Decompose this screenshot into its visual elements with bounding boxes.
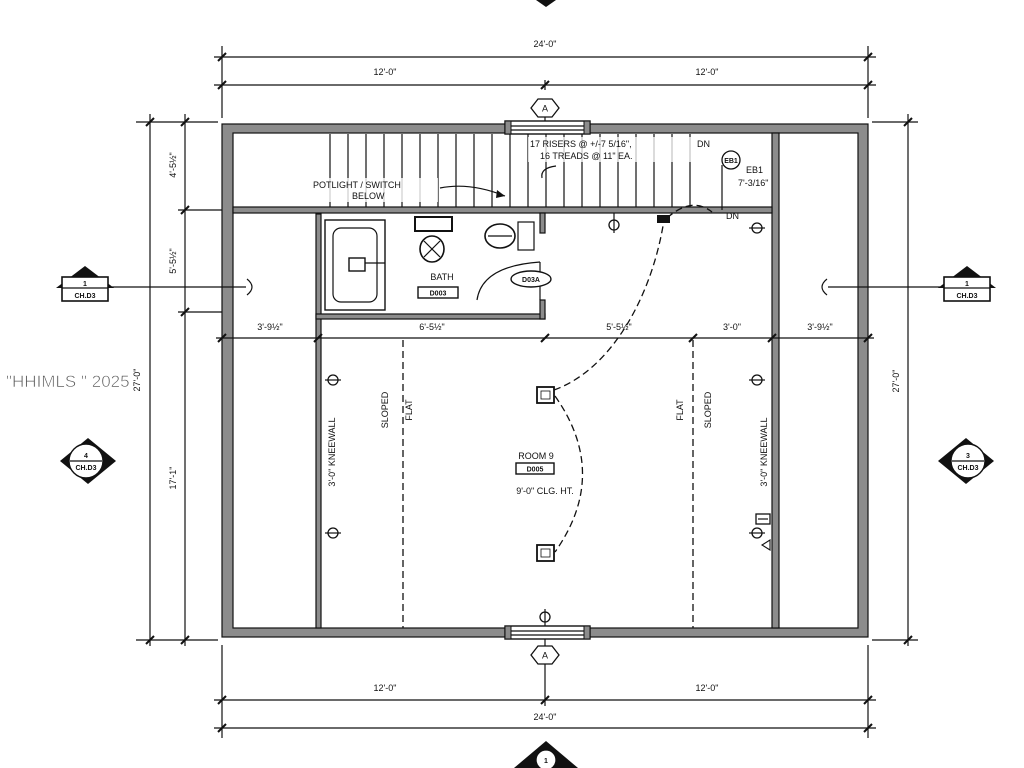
section-marker-left-lower-sheet: CH.D3 — [75, 465, 96, 472]
section-marker-right-upper-number: 1 — [965, 281, 969, 288]
top-section-marker-partial — [536, 0, 556, 7]
bottom-window — [504, 625, 591, 640]
bath-room-number: D003 — [430, 291, 447, 298]
light-switch — [657, 215, 670, 223]
bottom-overall-dimension: 24'-0" — [534, 712, 557, 722]
bath-door-tag-oval — [510, 270, 552, 288]
receptacle-right-top — [749, 222, 765, 234]
ceiling-light-lower — [536, 544, 555, 562]
bath-door-tag: D03A — [522, 277, 540, 284]
bottom-left-dimension: 12'-0" — [374, 683, 397, 693]
main-room-number-box — [515, 462, 555, 475]
left-sloped-label: SLOPED — [380, 391, 390, 428]
section-marker-right-upper-sheet: CH.D3 — [956, 293, 977, 300]
section-marker-left-upper-number: 1 — [83, 281, 87, 288]
ceiling-light-upper — [536, 386, 555, 404]
receptacle-bottom-wall — [539, 609, 551, 628]
right-kneewall-label: 3'-0" KNEEWALL — [759, 417, 769, 486]
left-dimensions: 27'-0" 4'-5½" 5'-5½" 17'-1" — [132, 114, 233, 646]
top-window — [504, 120, 591, 135]
right-flat-label: FLAT — [675, 399, 685, 421]
stair-note-background — [528, 137, 696, 162]
section-marker-right-upper: 1 CH.D3 — [938, 266, 996, 302]
top-grid-marker: A — [542, 104, 548, 114]
left-flat-label: FLAT — [404, 399, 414, 421]
left-kneewall — [315, 213, 322, 629]
switch-note-arrow — [439, 185, 506, 198]
interior-dimension-3: 5'-5½" — [606, 322, 631, 332]
left-segment-dimension-2: 5'-5½" — [168, 248, 178, 273]
bottom-grid-marker-hexagon — [530, 645, 560, 665]
stair-direction-hook — [541, 165, 557, 179]
left-segment-dimension-1: 4'-5½" — [168, 152, 178, 177]
switch-note-background — [310, 178, 438, 202]
left-overall-dimension: 27'-0" — [132, 369, 142, 392]
bottom-grid-marker: A — [542, 651, 548, 661]
beam-tag: EB1 — [724, 158, 738, 165]
right-overall-dimension: 27'-0" — [891, 370, 901, 393]
stair-note-treads: 16 TREADS @ 11" EA. — [540, 151, 633, 161]
stair-note-risers: 17 RISERS @ +/-7 5/16", — [530, 139, 632, 149]
receptacle-right-upper — [749, 374, 765, 386]
bottom-dimensions: 12'-0" 12'-0" 24'-0" — [214, 645, 876, 738]
beam-size: 7'-3/16" — [738, 178, 768, 188]
stair-dn-label-upper: DN — [697, 139, 710, 149]
main-room-number: D005 — [527, 467, 544, 474]
bath-room-name: BATH — [430, 272, 453, 282]
section-marker-bottom-number: 1 — [544, 758, 548, 765]
bath-walls — [315, 212, 546, 320]
interior-dimension-5: 3'-9½" — [807, 322, 832, 332]
switch-note-line1: POTLIGHT / SWITCH — [313, 180, 401, 190]
receptacle-stair-wall — [608, 213, 620, 233]
interior-dimension-2: 6'-5½" — [419, 322, 444, 332]
right-dimensions: 27'-0" — [872, 114, 918, 646]
toilet — [419, 235, 445, 263]
light-circuit-arc — [554, 395, 584, 553]
section-marker-left-upper: 1 CH.D3 — [56, 266, 114, 302]
receptacle-left-upper — [325, 374, 341, 386]
data-outlet — [755, 513, 771, 551]
top-grid-marker-hexagon — [530, 98, 560, 118]
section-marker-left-lower: 4 CH.D3 — [60, 438, 116, 484]
left-segment-dimension-3: 17'-1" — [168, 467, 178, 490]
bathtub — [324, 219, 386, 311]
section-marker-left-lower-number: 4 — [84, 453, 88, 460]
stair-dn-label-lower: DN — [726, 211, 739, 221]
bottom-right-dimension: 12'-0" — [696, 683, 719, 693]
interior-dimension-4: 3'-0" — [723, 322, 741, 332]
top-dimensions: 24'-0" 12'-0" 12'-0" — [214, 39, 876, 118]
section-marker-left-upper-sheet: CH.D3 — [74, 293, 95, 300]
switch-circuit-line — [553, 225, 664, 391]
right-kneewall — [771, 132, 780, 629]
left-section-break-mark — [246, 278, 253, 296]
vanity-cabinet — [414, 216, 453, 232]
section-marker-right-lower: 3 CH.D3 — [938, 438, 994, 484]
receptacle-left-lower — [325, 527, 341, 539]
beam-label: EB1 — [746, 165, 763, 175]
right-section-break-mark — [821, 278, 828, 296]
left-kneewall-label: 3'-0" KNEEWALL — [327, 417, 337, 486]
switch-note-line2: BELOW — [352, 191, 385, 201]
interior-dimension-1: 3'-9½" — [257, 322, 282, 332]
section-marker-right-lower-sheet: CH.D3 — [957, 465, 978, 472]
main-room-name: ROOM 9 — [518, 451, 554, 461]
stair-switch-circuit — [666, 204, 713, 219]
watermark: "HHIMLS " 2025 — [6, 372, 130, 391]
bath-room-number-box — [417, 286, 459, 299]
receptacle-right-lower — [749, 527, 765, 539]
top-overall-dimension: 24'-0" — [534, 39, 557, 49]
top-left-dimension: 12'-0" — [374, 67, 397, 77]
section-marker-bottom: 1 — [514, 741, 578, 768]
right-sloped-label: SLOPED — [703, 391, 713, 428]
main-room-ceiling-height: 9'-0" CLG. HT. — [516, 486, 573, 496]
top-right-dimension: 12'-0" — [696, 67, 719, 77]
stair-wall — [232, 206, 773, 214]
beam-tag-circle — [721, 150, 741, 170]
interior-dimension-row: 3'-9½" 6'-5½" 5'-5½" 3'-0" 3'-9½" — [216, 322, 874, 343]
section-marker-right-lower-number: 3 — [966, 453, 970, 460]
sink — [484, 221, 535, 251]
